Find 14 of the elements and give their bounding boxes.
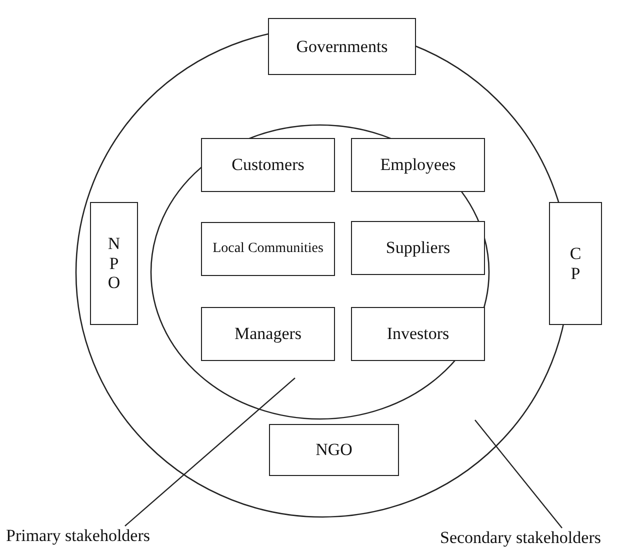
group-label: Secondary stakeholders xyxy=(440,528,601,547)
stakeholder-box: Employees xyxy=(351,138,485,192)
stakeholder-box: Investors xyxy=(351,307,485,361)
stakeholder-box: Local Communities xyxy=(201,222,335,276)
stakeholder-box: N P O xyxy=(90,202,138,325)
stakeholder-box: NGO xyxy=(269,424,399,476)
stakeholder-box: C P xyxy=(549,202,602,325)
stakeholder-box: Managers xyxy=(201,307,335,361)
stakeholder-box: Suppliers xyxy=(351,221,485,275)
leader-line xyxy=(474,420,562,528)
leader-line xyxy=(124,378,296,526)
stakeholder-box: Governments xyxy=(268,18,416,75)
group-label: Primary stakeholders xyxy=(6,526,150,545)
stakeholder-box: Customers xyxy=(201,138,335,192)
